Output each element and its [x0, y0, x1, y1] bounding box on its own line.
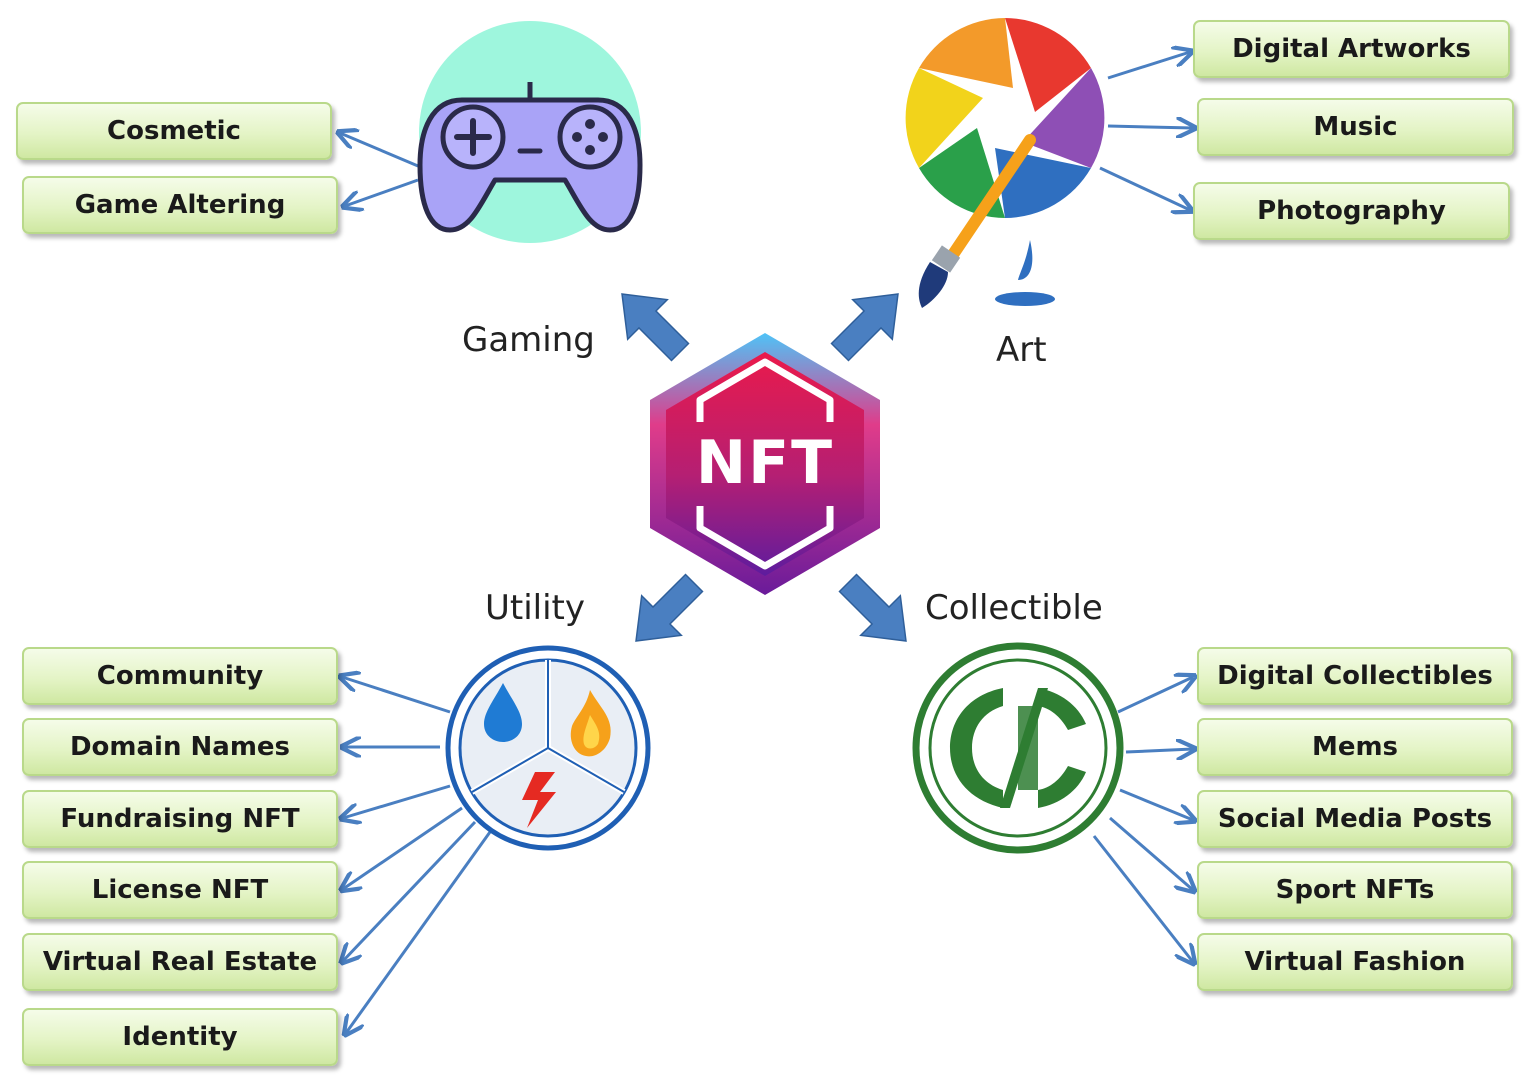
leaf-community: Community [22, 647, 338, 705]
leaf-sport-nfts: Sport NFTs [1197, 861, 1513, 919]
leaf-virtual-real-estate: Virtual Real Estate [22, 933, 338, 991]
arrow-collectible-virtual-fashion [1092, 835, 1193, 962]
block-arrow-collectible [838, 573, 907, 642]
leaf-cosmetic: Cosmetic [16, 102, 332, 160]
leaf-social-media-posts: Social Media Posts [1197, 790, 1513, 848]
nft-hexagon-icon [650, 333, 880, 595]
arrow-art-digital-artworks [1107, 52, 1190, 80]
arrow-collectible-sport [1109, 816, 1193, 890]
nft-center-label: NFT [695, 428, 835, 498]
block-arrows [621, 293, 907, 642]
leaf-game-altering: Game Altering [22, 176, 338, 234]
arrow-utility-community [342, 677, 451, 714]
leaf-domain-names: Domain Names [22, 718, 338, 776]
category-label-utility: Utility [485, 588, 586, 628]
arrow-utility-virtual-real-estate [343, 820, 477, 961]
arrow-collectible-mems [1125, 749, 1193, 752]
arrow-utility-identity [346, 831, 492, 1033]
gamepad-icon [417, 21, 643, 243]
arrow-art-photography [1099, 166, 1190, 210]
color-wheel-paintbrush-icon [905, 18, 1105, 308]
category-label-gaming: Gaming [462, 320, 595, 360]
block-arrow-art [830, 293, 899, 362]
leaf-photography: Photography [1193, 182, 1510, 240]
block-arrow-utility [635, 573, 704, 642]
arrow-gaming-cosmetic [340, 133, 419, 168]
leaf-mems: Mems [1197, 718, 1513, 776]
connector-arrows [340, 52, 1193, 1033]
arrow-collectible-digital-collectibles [1117, 677, 1193, 714]
leaf-digital-collectibles: Digital Collectibles [1197, 647, 1513, 705]
collectible-seal-icon [912, 642, 1124, 854]
leaf-digital-artworks: Digital Artworks [1193, 20, 1510, 78]
arrow-art-music [1107, 126, 1193, 128]
water-fire-electricity-icon [445, 645, 651, 851]
category-label-collectible: Collectible [925, 588, 1103, 628]
arrow-collectible-social-media [1119, 788, 1193, 820]
category-label-art: Art [996, 330, 1047, 370]
leaf-identity: Identity [22, 1008, 338, 1066]
arrow-gaming-game-altering [345, 178, 419, 206]
leaf-license-nft: License NFT [22, 861, 338, 919]
arrow-utility-fundraising [343, 784, 451, 818]
leaf-virtual-fashion: Virtual Fashion [1197, 933, 1513, 991]
leaf-fundraising-nft: Fundraising NFT [22, 790, 338, 848]
arrow-utility-license [343, 806, 463, 889]
leaf-music: Music [1197, 98, 1514, 156]
block-arrow-gaming [621, 293, 690, 362]
